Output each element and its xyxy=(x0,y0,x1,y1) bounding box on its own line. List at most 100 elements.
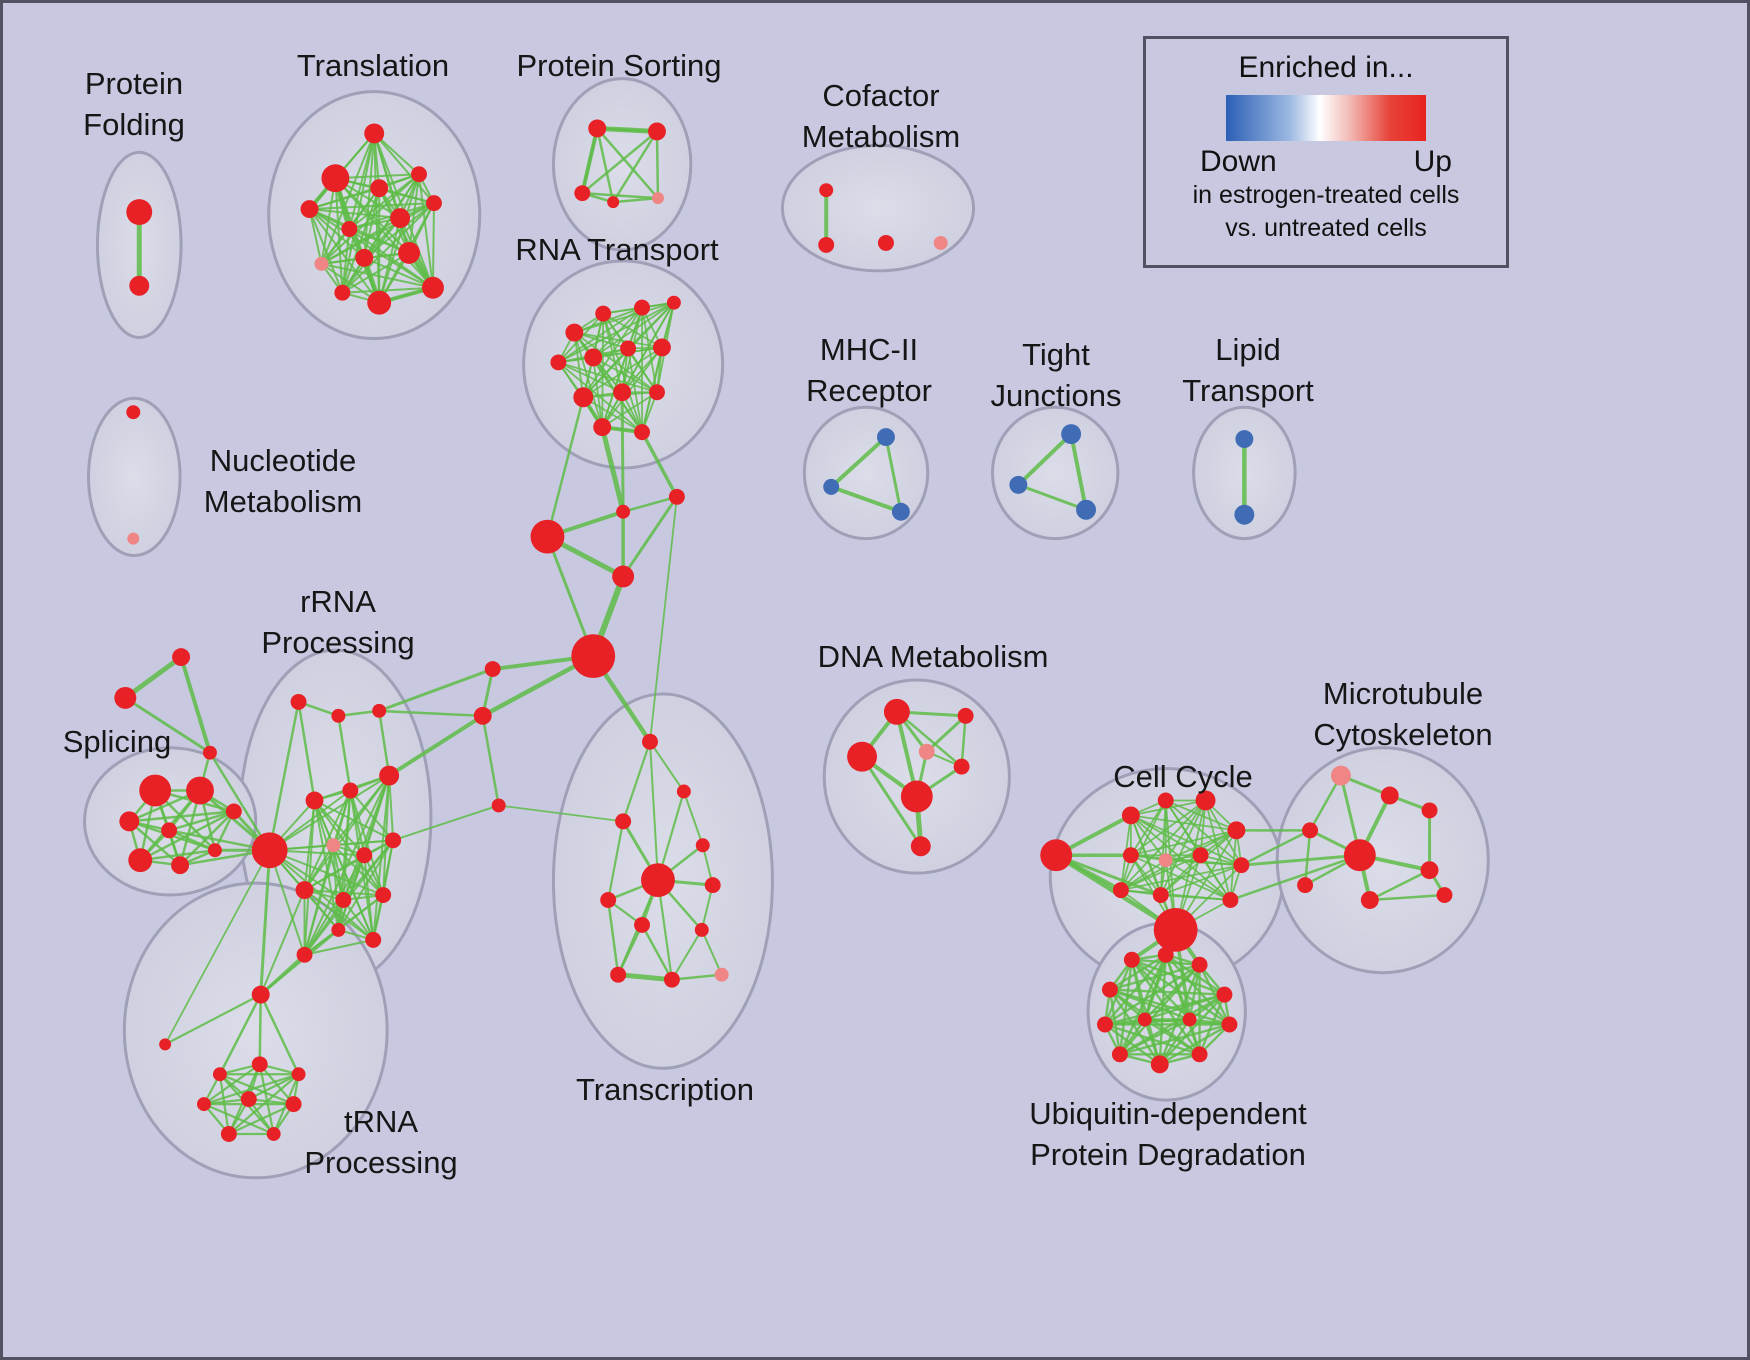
node-c7 xyxy=(1158,853,1173,868)
node-x2 xyxy=(114,686,137,709)
cluster-label-rrna-processing: rRNA Processing xyxy=(261,584,415,660)
edge-tn4-tn8 xyxy=(202,1103,275,1136)
network-graph xyxy=(83,77,1490,1180)
edge-c9-c10 xyxy=(1120,864,1243,891)
node-c13 xyxy=(1222,892,1239,908)
edge-c4-c10 xyxy=(1120,799,1207,891)
edge-t3-t9 xyxy=(308,208,323,265)
node-mt8 xyxy=(1360,891,1379,909)
node-rr5 xyxy=(305,791,324,810)
edge-t8-t12 xyxy=(431,202,435,289)
edge-t3-t7 xyxy=(308,208,402,220)
edge-rr3-rr4 xyxy=(377,709,391,777)
edge-t1-t8 xyxy=(373,132,435,205)
edge-tc8-tc10 xyxy=(616,923,644,976)
edge-r5-r10 xyxy=(557,361,624,394)
node-c9 xyxy=(1233,857,1250,874)
node-c6 xyxy=(1122,847,1139,864)
node-u2 xyxy=(1157,946,1174,963)
edge-mt4-mt7 xyxy=(1303,829,1312,887)
node-mt5 xyxy=(1343,839,1376,872)
edge-mt1-mt4 xyxy=(1308,774,1343,832)
edge-rr9-rr13 xyxy=(337,839,395,931)
edge-j2-j3 xyxy=(1016,483,1088,512)
node-ps1 xyxy=(588,119,607,138)
node-t6 xyxy=(341,221,358,237)
node-s1 xyxy=(139,774,172,807)
cluster-label-trna-processing: tRNA Processing xyxy=(304,1104,458,1180)
cluster-label-protein-sorting: Protein Sorting xyxy=(516,48,722,83)
node-rrH xyxy=(251,832,288,869)
node-tn5 xyxy=(240,1091,257,1108)
edge-c2-c7 xyxy=(1129,814,1167,862)
cluster-ellipse-tight-junctions xyxy=(990,405,1120,541)
edge-u4-u9 xyxy=(1108,988,1161,1066)
edge-ps2-ps4 xyxy=(611,130,659,204)
edge-tc9-tc11 xyxy=(670,928,703,981)
node-nm2 xyxy=(127,532,140,545)
node-u11 xyxy=(1137,1012,1152,1027)
node-mt2 xyxy=(1380,786,1399,805)
node-d3 xyxy=(847,741,877,772)
edge-r4-r6 xyxy=(592,301,675,359)
edge-x3-rrH xyxy=(208,751,271,852)
node-b1 xyxy=(876,428,895,447)
edge-u10-u11 xyxy=(1143,1018,1201,1056)
edge-s5-s6 xyxy=(139,810,236,862)
edge-tn0-tn1 xyxy=(218,993,262,1076)
edge-u2-u7 xyxy=(1164,953,1231,1026)
node-tn3 xyxy=(291,1067,306,1082)
node-h2 xyxy=(616,504,631,519)
edge-d3-d7 xyxy=(860,755,923,848)
edge-r4-r5 xyxy=(557,301,675,364)
node-t11 xyxy=(398,241,421,264)
node-u12 xyxy=(1182,1012,1197,1027)
edge-r3-r5 xyxy=(557,306,643,364)
node-j1 xyxy=(1061,424,1082,445)
legend-subtitle-line2: vs. untreated cells xyxy=(1225,214,1427,242)
cluster-label-ubiquitin-dependent-protein-degradation: Ubiquitin-dependent Protein Degradation xyxy=(1029,1096,1307,1172)
edge-c9-c11 xyxy=(1159,864,1243,896)
node-cf2 xyxy=(818,236,835,253)
edge-c13-mt5 xyxy=(1229,853,1362,902)
edge-u9-u12 xyxy=(1158,1018,1191,1066)
legend-scale: Down Up xyxy=(1200,145,1452,179)
node-rr6 xyxy=(342,782,359,799)
node-rr15 xyxy=(365,931,382,948)
edge-r7-r13 xyxy=(627,347,643,433)
legend-subtitle-line1: in estrogen-treated cells xyxy=(1192,181,1460,209)
node-t10 xyxy=(355,248,374,267)
edge-m2-rr3 xyxy=(377,709,484,718)
cluster-ellipse-protein-sorting xyxy=(551,77,693,252)
cluster-label-mhc-ii-receptor: MHC-II Receptor xyxy=(806,332,932,408)
edge-ps1-ps5 xyxy=(595,127,660,200)
edge-t8-t10 xyxy=(363,202,435,259)
node-tc1 xyxy=(642,733,658,750)
edge-r5-r13 xyxy=(557,361,643,433)
node-t4 xyxy=(370,179,389,198)
node-mt9 xyxy=(1436,887,1453,904)
edge-rr13-tn0 xyxy=(259,928,340,996)
node-rr3 xyxy=(372,703,387,718)
node-tc3 xyxy=(615,813,632,830)
node-rr2 xyxy=(331,708,346,723)
edge-rr1-rr5 xyxy=(297,700,316,802)
node-t14 xyxy=(334,284,351,301)
edge-t3-t8 xyxy=(308,202,435,211)
edge-rrH-rr14 xyxy=(268,849,306,956)
node-tc11 xyxy=(663,971,680,988)
node-c4 xyxy=(1195,790,1216,811)
node-t1 xyxy=(364,123,385,144)
node-m3 xyxy=(491,798,506,813)
edge-r7-r9 xyxy=(582,347,629,399)
edge-h1-tc1 xyxy=(649,495,678,743)
node-r5 xyxy=(550,354,567,371)
cluster-ellipse-mhc-ii-receptor xyxy=(802,405,930,541)
node-j2 xyxy=(1009,475,1028,494)
node-rr13 xyxy=(331,922,346,937)
node-ps5 xyxy=(651,192,664,205)
cluster-label-splicing: Splicing xyxy=(62,724,172,759)
edge-u4-u7 xyxy=(1108,988,1231,1026)
cluster-label-cell-cycle: Cell Cycle xyxy=(1113,759,1253,794)
node-r2 xyxy=(595,305,612,322)
